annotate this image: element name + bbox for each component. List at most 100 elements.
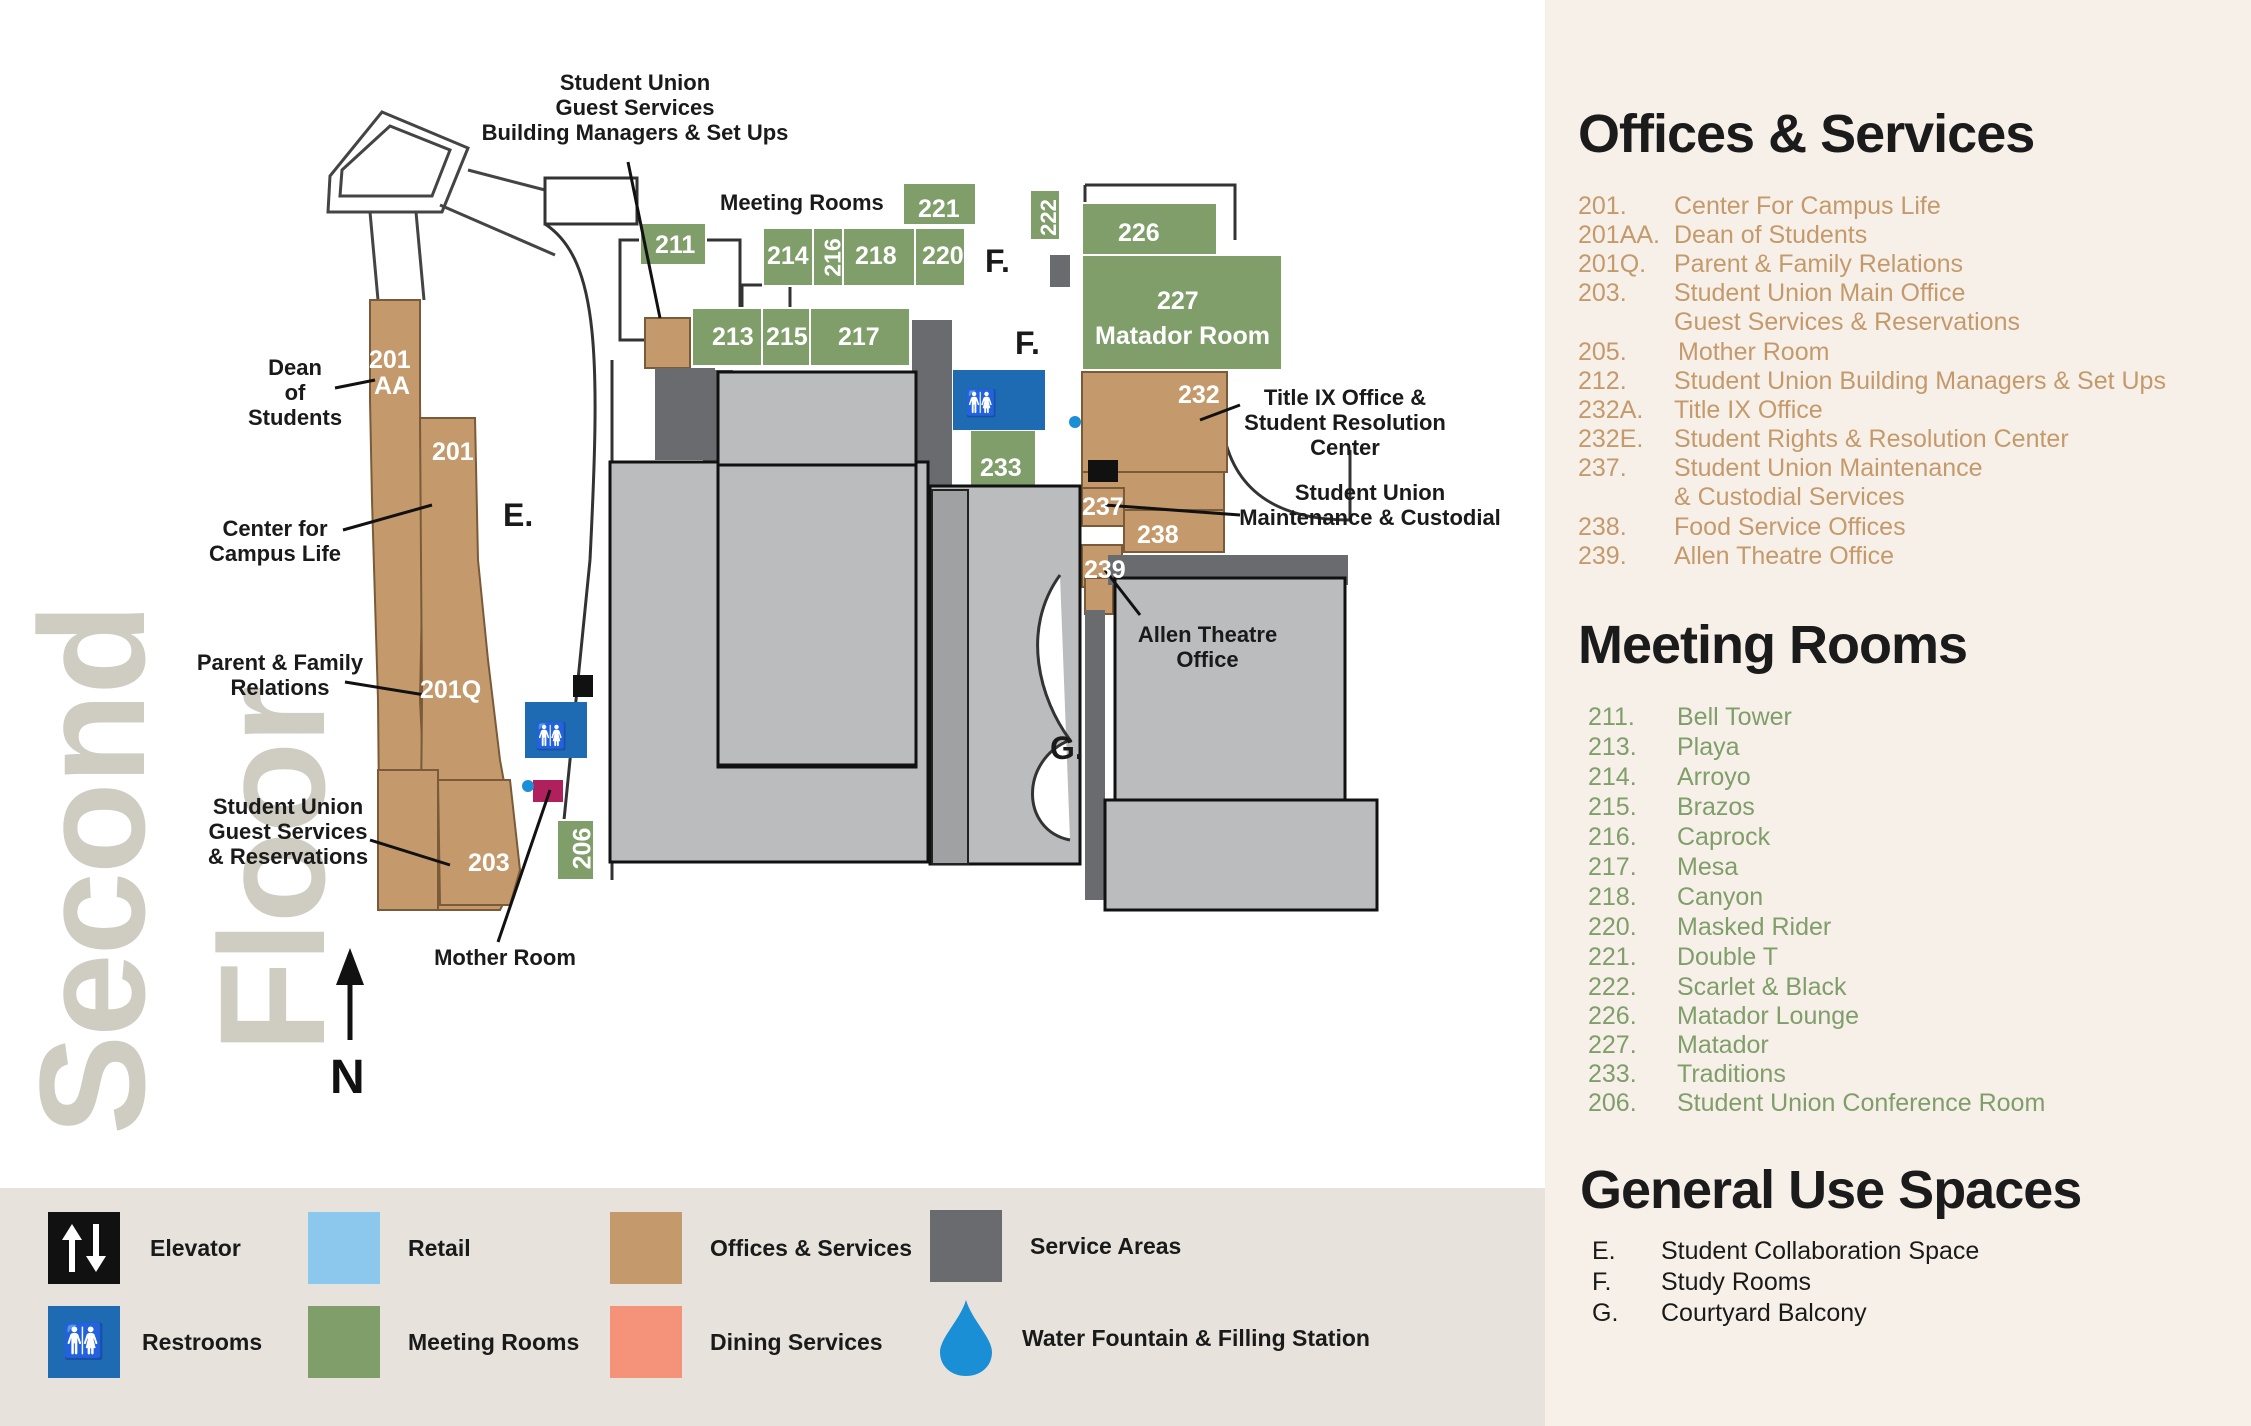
- item-number: 215.: [1588, 793, 1637, 821]
- item-number: [1578, 308, 1674, 338]
- list-item: 201. Center For Campus Life: [1578, 192, 2166, 221]
- retail-swatch: [308, 1212, 380, 1284]
- item-name: Mother Room: [1678, 338, 1830, 366]
- item-name: Traditions: [1677, 1060, 1786, 1088]
- list-item: 203. Student Union Main Office: [1578, 279, 2166, 308]
- room-number: 201Q: [420, 676, 482, 704]
- list-item: 222.Scarlet & Black: [1588, 973, 2045, 1002]
- room-number: 201: [369, 346, 411, 374]
- water-fountain-icons: [522, 416, 1081, 792]
- room-number: 206: [568, 827, 597, 870]
- callout-campus-life: Center for Campus Life: [195, 516, 355, 566]
- list-item: 239.Allen Theatre Office: [1578, 542, 2166, 571]
- item-number: 216.: [1588, 823, 1637, 851]
- legend-restrooms: 🚻 Restrooms: [48, 1306, 262, 1378]
- list-item: 216. Caprock: [1588, 823, 2045, 853]
- callout-line: Relations: [230, 675, 330, 700]
- legend-bar: [0, 1188, 1545, 1426]
- list-item: 206.Student Union Conference Room: [1588, 1089, 2045, 1118]
- callout-line: Center: [1310, 435, 1380, 460]
- room-number: 213: [712, 323, 754, 351]
- item-number: 232E.: [1578, 425, 1644, 453]
- item-name: Double T: [1677, 943, 1778, 971]
- list-item: F. Study Rooms: [1592, 1268, 1979, 1299]
- offices-swatch: [610, 1212, 682, 1284]
- item-number: 237.: [1578, 454, 1627, 482]
- list-item: G.Courtyard Balcony: [1592, 1299, 1979, 1330]
- item-name: Matador: [1677, 1031, 1769, 1059]
- room-number: 216: [819, 238, 846, 277]
- item-name: Center For Campus Life: [1674, 192, 1941, 220]
- list-item: 218.Canyon: [1588, 883, 2045, 913]
- legend-retail: Retail: [308, 1212, 471, 1284]
- item-number: 201.: [1578, 192, 1627, 220]
- list-item: 217.Mesa: [1588, 853, 2045, 883]
- item-number: 226.: [1588, 1002, 1637, 1030]
- legend-label: Dining Services: [710, 1328, 883, 1355]
- list-item: 201Q.Parent & Family Relations: [1578, 250, 2166, 279]
- callout-line: Maintenance & Custodial: [1239, 505, 1501, 530]
- item-number: F.: [1592, 1268, 1612, 1296]
- item-name: & Custodial Services: [1674, 483, 1905, 511]
- general-use-list: E.Student Collaboration Space F. Study R…: [1592, 1237, 1979, 1330]
- room-number: 221: [918, 195, 960, 223]
- callout-maintenance: Student Union Maintenance & Custodial: [1235, 480, 1505, 530]
- list-item: 211. Bell Tower: [1588, 703, 2045, 733]
- item-number: 203.: [1578, 279, 1627, 307]
- callout-meeting-rooms: Meeting Rooms: [720, 190, 884, 215]
- item-number: 232A.: [1578, 396, 1644, 424]
- item-number: 211.: [1588, 703, 1635, 731]
- restroom-icon: 🚻: [48, 1306, 120, 1378]
- leader-lines: [334, 161, 1241, 943]
- offices-heading: Offices & Services: [1578, 104, 2035, 164]
- item-name: Food Service Offices: [1674, 513, 1906, 541]
- item-name: Study Rooms: [1661, 1268, 1812, 1296]
- item-number: 220.: [1588, 913, 1637, 941]
- callout-guest-services-top: Student Union Guest Services Building Ma…: [470, 70, 800, 145]
- list-item: 215. Brazos: [1588, 793, 2045, 823]
- legend-label: Offices & Services: [710, 1234, 913, 1261]
- item-name: Caprock: [1677, 823, 1771, 851]
- item-name: Student Union Main Office: [1674, 279, 1966, 307]
- legend-label: Restrooms: [142, 1328, 263, 1355]
- courtyard-balcony-outline: [1031, 574, 1073, 842]
- restroom-icons: 🚻 🚻: [535, 388, 997, 752]
- callout-line: Students: [247, 405, 343, 430]
- list-item: 233. Traditions: [1588, 1060, 2045, 1089]
- directory-panel: [1545, 0, 2251, 1426]
- callout-line: Guest Services: [555, 95, 715, 120]
- room-number: 211: [655, 231, 696, 259]
- callout-line: Dean: [268, 355, 322, 380]
- list-item: Guest Services & Reservations: [1578, 308, 2166, 338]
- callout-line: Center for: [222, 516, 328, 541]
- item-name: Brazos: [1677, 793, 1755, 821]
- courtyard-areas: [608, 370, 1379, 912]
- meeting-swatch: [308, 1306, 380, 1378]
- list-item: 214.Arroyo: [1588, 763, 2045, 793]
- item-name: Masked Rider: [1677, 913, 1832, 941]
- room-number: 215: [766, 323, 808, 351]
- room-number: 233: [980, 454, 1022, 482]
- callout-line: Allen Theatre: [1137, 622, 1278, 647]
- legend-offices: Offices & Services: [610, 1212, 912, 1284]
- item-name: Scarlet & Black: [1677, 973, 1847, 1001]
- room-number: 232: [1178, 381, 1220, 409]
- list-item: 237.Student Union Maintenance: [1578, 454, 2166, 483]
- offices-list: 201.Center For Campus Life 201AA.Dean of…: [1578, 192, 2166, 571]
- restroom-areas: [525, 370, 1045, 758]
- item-number: 213.: [1588, 733, 1637, 761]
- room-number: 226: [1118, 219, 1160, 247]
- item-number: 233.: [1588, 1060, 1637, 1088]
- legend-label: Retail: [408, 1234, 471, 1261]
- svg-text:🚻: 🚻: [535, 721, 567, 752]
- north-label: N: [330, 1051, 365, 1104]
- stair: [931, 489, 969, 865]
- dining-swatch: [610, 1306, 682, 1378]
- item-name: Arroyo: [1677, 763, 1751, 791]
- item-name: Bell Tower: [1677, 703, 1792, 731]
- callout-line: Title IX Office &: [1263, 385, 1427, 410]
- item-name: Playa: [1677, 733, 1740, 761]
- list-item: 238.Food Service Offices: [1578, 513, 2166, 542]
- item-name: Mesa: [1677, 853, 1739, 881]
- room-number: 227: [1157, 287, 1199, 315]
